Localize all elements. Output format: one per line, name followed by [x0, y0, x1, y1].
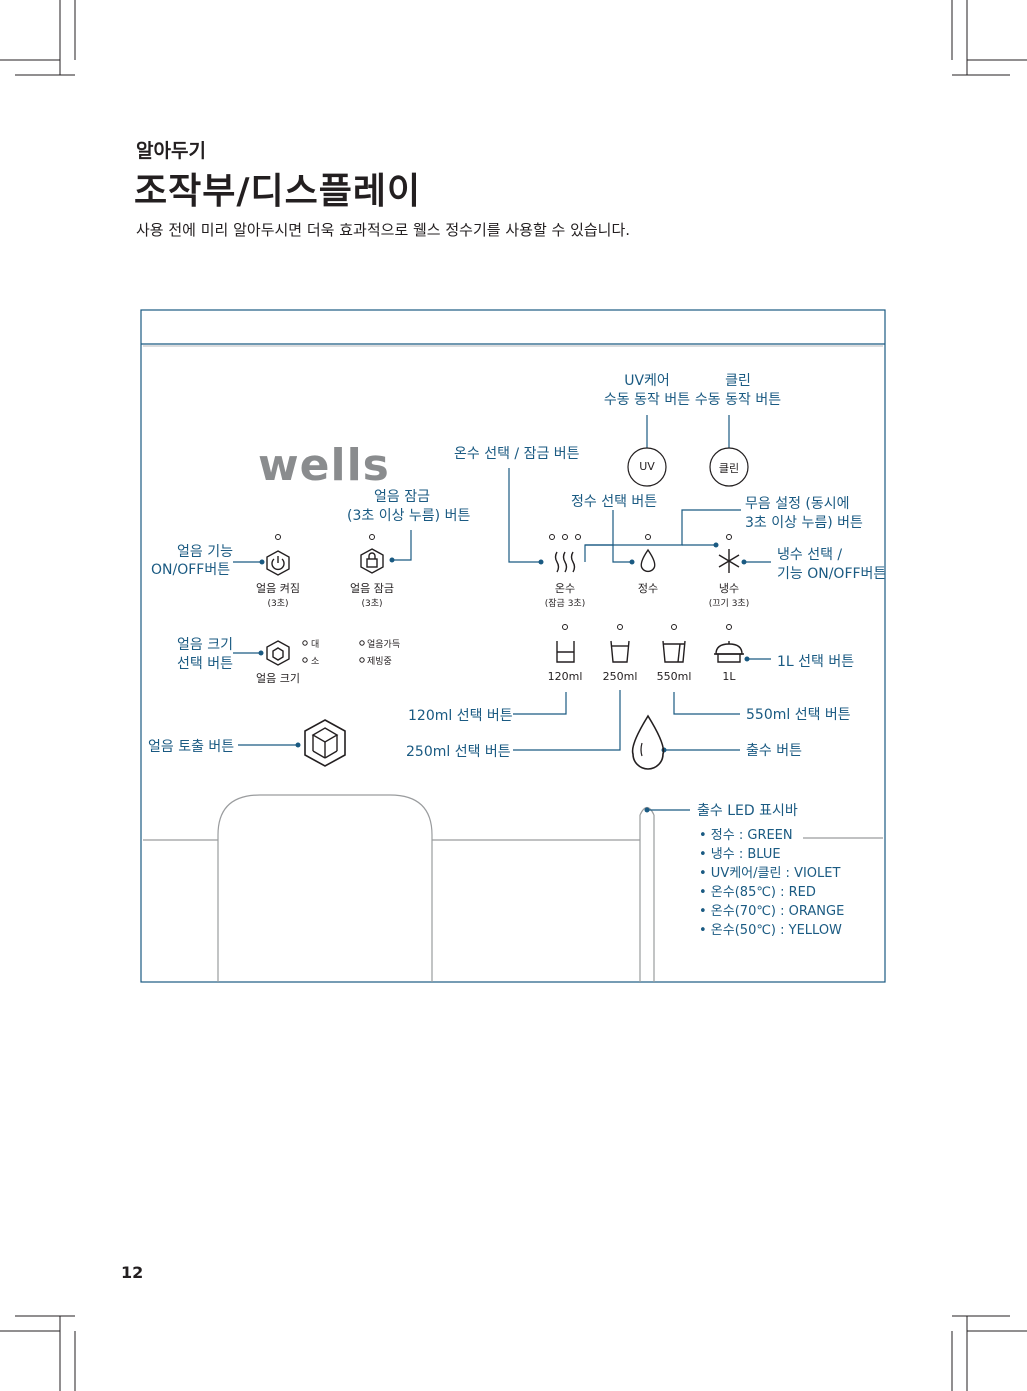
purified-water-button[interactable]: 정수: [637, 582, 659, 595]
ice-lock-sub: (3초): [361, 599, 383, 609]
callout-mute-2: 3초 이상 누름) 버튼: [745, 515, 863, 531]
clean-callout-line1: 클린: [725, 373, 751, 389]
callout-mute-1: 무음 설정 (동시에: [745, 496, 850, 512]
clean-callout-line2: 수동 동작 버튼: [694, 392, 782, 408]
hot-water-button[interactable]: 온수: [554, 582, 576, 595]
ice-size-button[interactable]: 얼음 크기: [256, 672, 300, 685]
legend-item: • 온수(85℃) : RED: [699, 885, 816, 900]
legend-item: • UV케어/클린 : VIOLET: [699, 866, 841, 881]
ice-making-indicator: 제빙중: [367, 657, 392, 667]
clean-button[interactable]: 클린: [718, 462, 740, 475]
section-kicker: 알아두기: [136, 140, 206, 162]
callout-ice-dispense: 얼음 토출 버튼: [148, 739, 235, 755]
uv-button[interactable]: UV: [639, 460, 655, 473]
hot-water-sub: (잠금 3초): [544, 599, 586, 609]
ice-lock-button[interactable]: 얼음 잠금: [350, 582, 394, 595]
callout-hot-select: 온수 선택 / 잠금 버튼: [454, 446, 580, 462]
callout-120ml: 120ml 선택 버튼: [408, 708, 513, 724]
volume-120-button[interactable]: 120ml: [547, 670, 583, 683]
led-legend: • 정수 : GREEN • 냉수 : BLUE • UV케어/클린 : VIO…: [699, 826, 844, 940]
callout-ice-lock-1: 얼음 잠금: [374, 489, 430, 505]
callout-250ml: 250ml 선택 버튼: [406, 744, 511, 760]
callout-led-bar: 출수 LED 표시바: [697, 803, 798, 819]
uv-callout-line2: 수동 동작 버튼: [603, 392, 691, 408]
ice-on-button[interactable]: 얼음 켜짐: [256, 582, 300, 595]
callout-1l: 1L 선택 버튼: [777, 654, 855, 670]
callout-ice-size-2: 선택 버튼: [177, 656, 233, 672]
volume-250-button[interactable]: 250ml: [602, 670, 638, 683]
page-subtitle: 사용 전에 미리 알아두시면 더욱 효과적으로 웰스 정수기를 사용할 수 있습…: [136, 221, 631, 239]
ice-size-small: 소: [311, 657, 320, 667]
wells-logo: wells: [258, 440, 390, 491]
callout-dispense: 출수 버튼: [746, 743, 802, 759]
callout-ice-power-2: ON/OFF버튼: [151, 562, 231, 578]
ice-size-large: 대: [311, 640, 320, 650]
ice-on-sub: (3초): [267, 599, 289, 609]
legend-item: • 냉수 : BLUE: [699, 847, 781, 862]
page-number: 12: [121, 1263, 144, 1282]
legend-item: • 온수(70℃) : ORANGE: [699, 904, 845, 919]
cold-water-button[interactable]: 냉수: [718, 582, 740, 595]
uv-callout-line1: UV케어: [624, 373, 670, 389]
callout-ice-power-1: 얼음 기능: [177, 544, 233, 560]
callout-cold-1: 냉수 선택 /: [777, 547, 843, 563]
legend-item: • 온수(50℃) : YELLOW: [699, 923, 842, 938]
callout-550ml: 550ml 선택 버튼: [746, 707, 851, 723]
callout-cold-2: 기능 ON/OFF버튼: [777, 566, 887, 582]
ice-full-indicator: 얼음가득: [367, 640, 401, 650]
volume-1l-button[interactable]: 1L: [722, 670, 736, 683]
callout-purified-select: 정수 선택 버튼: [571, 494, 658, 510]
cold-water-sub: (끄기 3초): [708, 599, 750, 609]
callout-ice-size-1: 얼음 크기: [177, 637, 233, 653]
callout-ice-lock-2: (3초 이상 누름) 버튼: [347, 508, 471, 524]
legend-item: • 정수 : GREEN: [699, 828, 793, 843]
page-title: 조작부/디스플레이: [134, 171, 422, 212]
volume-550-button[interactable]: 550ml: [656, 670, 692, 683]
